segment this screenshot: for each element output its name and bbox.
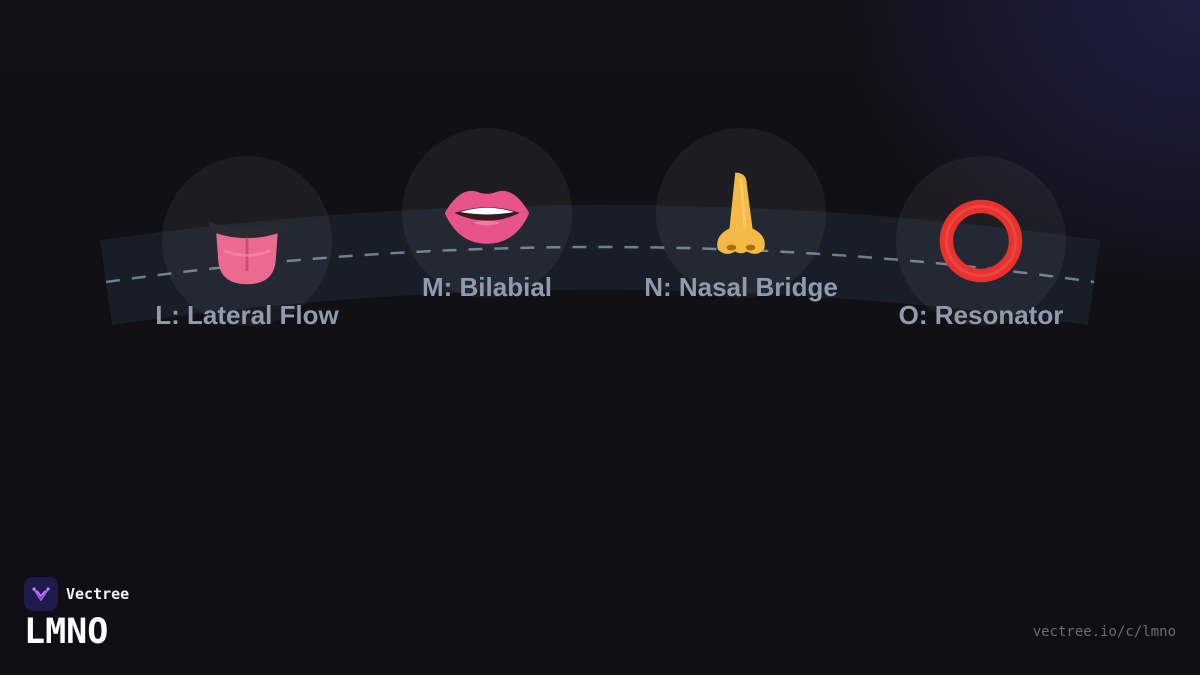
node-nasal-bridge: N: Nasal Bridge [644,128,838,302]
node-halo [896,156,1066,326]
page-title: LMNO [24,612,109,652]
lips-icon [402,128,572,298]
vectree-logo-icon [24,577,58,611]
node-label: L: Lateral Flow [155,300,339,330]
arc-dashed-line [105,245,1095,284]
source-url[interactable]: vectree.io/c/lmno [1032,624,1176,640]
node-label: M: Bilabial [421,272,552,302]
node-label: N: Nasal Bridge [644,272,838,302]
tongue-icon [162,156,332,326]
ring-icon [896,156,1066,326]
arc-band [100,205,1100,325]
nose-icon [656,128,826,298]
brand[interactable]: Vectree [24,577,129,611]
node-bilabial: M: Bilabial [402,128,572,302]
node-label: O: Resonator [898,300,1064,330]
brand-name: Vectree [66,585,130,603]
node-resonator: O: Resonator [896,156,1066,330]
node-lateral-flow: L: Lateral Flow [155,156,339,330]
